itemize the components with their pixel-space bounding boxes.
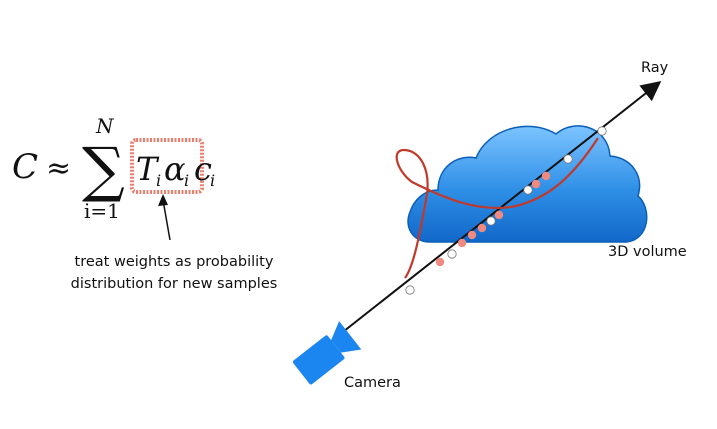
equation-lower-bound: i=1: [84, 199, 120, 223]
fine-sample: [531, 179, 541, 189]
fine-sample: [457, 238, 467, 248]
volume-label: 3D volume: [608, 244, 687, 260]
weight-highlight-box: [130, 138, 204, 194]
fine-sample: [477, 223, 487, 233]
equation-transmittance-sub: i: [156, 171, 161, 190]
equation-alpha-sub: i: [184, 171, 189, 190]
equation-upper-bound: N: [95, 114, 115, 138]
annotation-pointer: [158, 194, 171, 241]
fine-sample: [494, 210, 504, 220]
coarse-sample: [447, 249, 457, 259]
equation-color-sub: i: [210, 171, 215, 190]
equation-sum: ∑: [82, 135, 125, 205]
equation-color: c: [194, 150, 212, 188]
coarse-sample: [486, 216, 496, 226]
fine-sample: [467, 230, 477, 240]
fine-sample: [435, 257, 445, 267]
annotation-line-1: treat weights as probability: [75, 254, 274, 270]
weight-curve: [395, 137, 599, 279]
cloud-icon: [407, 125, 648, 243]
ray-samples: [405, 126, 607, 295]
equation-approx: ≈: [46, 151, 71, 186]
pointer-arrowhead: [158, 194, 168, 206]
fine-sample: [541, 171, 551, 181]
coarse-sample: [405, 285, 415, 295]
equation-alpha: α: [164, 150, 186, 188]
ray-label: Ray: [641, 60, 669, 76]
coarse-sample: [523, 185, 533, 195]
rendering-equation: C ≈ ∑ N i=1 T i α i c i: [12, 114, 215, 223]
equation-transmittance: T: [136, 150, 160, 188]
annotation-line-2: distribution for new samples: [71, 276, 278, 292]
coarse-sample: [563, 154, 573, 164]
camera-icon: [292, 321, 362, 385]
equation-lhs: C: [12, 147, 38, 187]
camera-label: Camera: [344, 375, 401, 391]
pointer-line: [162, 199, 171, 241]
coarse-sample: [597, 126, 607, 136]
